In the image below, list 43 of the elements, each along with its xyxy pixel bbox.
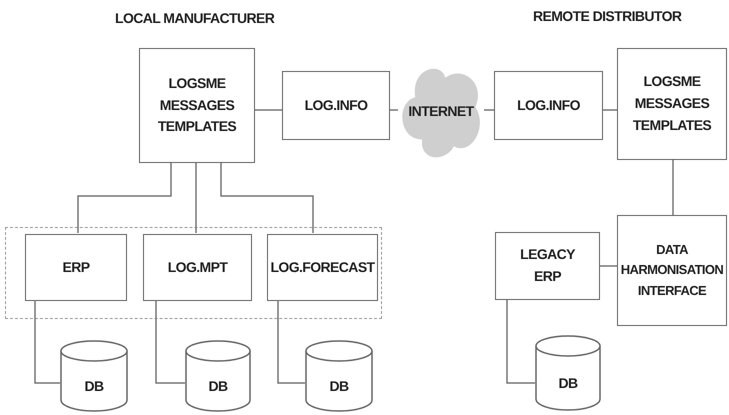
database-cylinder [535,335,601,411]
connector-line [77,163,172,233]
process-box [617,48,727,160]
connector-line [600,265,617,267]
group-frame [5,227,382,319]
database-label: DB [329,377,349,396]
box-label: LOG.MPT [168,258,228,277]
process-box [267,234,378,301]
database-cylinder [60,340,128,412]
process-box [495,232,600,300]
process-box [25,234,127,301]
box-label: DATA HARMONISATION INTERFACE [620,241,724,300]
connector-line [34,300,60,384]
box-label: LOG.INFO [517,96,580,115]
box-label: LOG.INFO [304,96,368,115]
database-cylinder [185,340,251,412]
box-label: LOGSME MESSAGES TEMPLATES [632,72,712,135]
connector-line [155,300,185,384]
database-label: DB [558,374,578,394]
process-box [139,48,255,163]
box-label: LEGACY ERP [519,245,576,286]
box-label: LOGSME MESSAGES TEMPLATES [156,74,238,136]
database-label: DB [208,377,228,396]
box-label: INTERNET [408,102,474,122]
connector-line [195,163,197,233]
connector-line [277,300,305,384]
process-box [282,71,390,140]
connector-line [603,109,617,111]
connector-line [220,163,314,233]
box-label: ERP [62,258,90,277]
process-box [494,71,603,140]
connector-line [484,109,494,111]
section-heading: LOCAL MANUFACTURER [115,10,274,26]
database-label: DB [84,377,104,396]
connector-line [390,109,398,111]
box-label: LOG.FORECAST [270,258,375,277]
process-box [143,234,252,301]
connector-line [506,300,535,384]
connector-line [255,109,282,111]
connector-line [672,160,674,215]
database-cylinder [305,340,373,412]
section-heading: REMOTE DISTRIBUTOR [533,8,682,24]
process-box [617,215,727,326]
